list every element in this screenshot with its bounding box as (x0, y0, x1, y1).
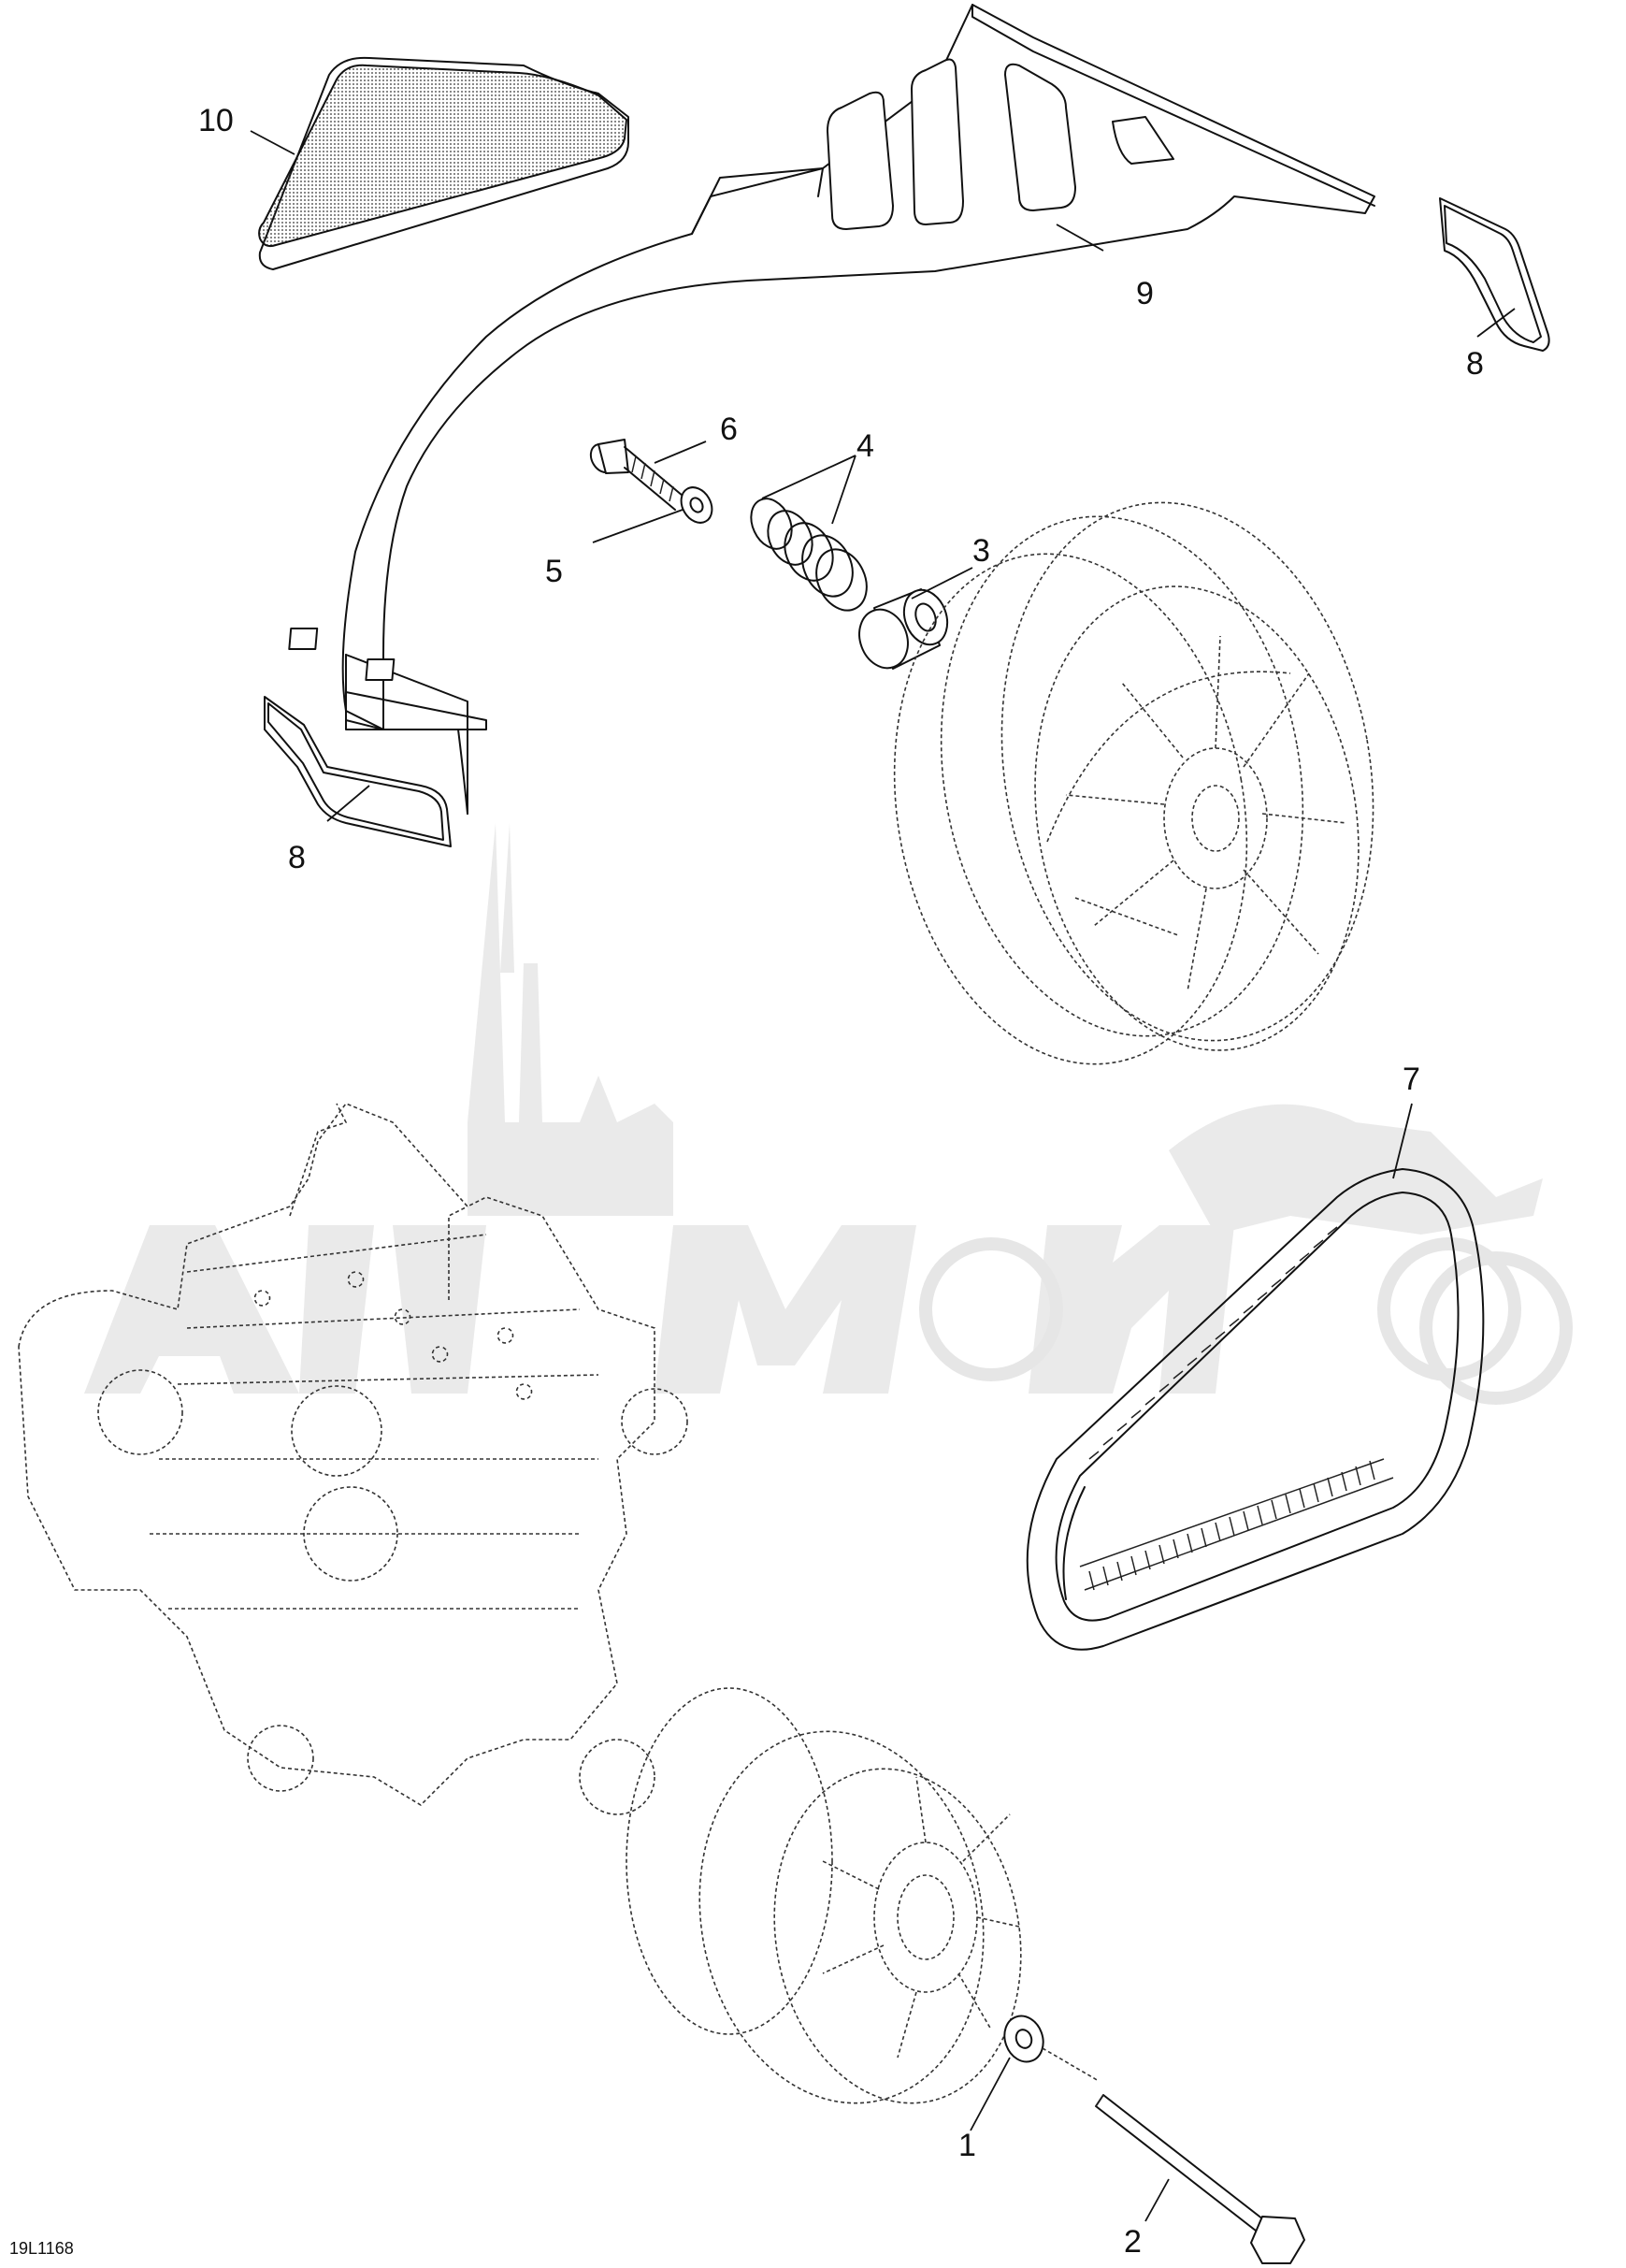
callout-8-upper: 8 (1466, 346, 1484, 382)
callout-2: 2 (1124, 2224, 1142, 2260)
callout-7: 7 (1403, 1062, 1420, 1097)
callout-3: 3 (972, 533, 990, 569)
callout-1: 1 (958, 2128, 976, 2163)
part-3-bushing (858, 588, 949, 670)
engine-reference (18, 1103, 688, 1815)
part-5-washer (680, 486, 713, 524)
part-2-bolt (1042, 2047, 1305, 2264)
part-8-gasket-lower (264, 696, 452, 847)
watermark-graphic (84, 823, 1573, 1405)
callout-labels: 10 9 8 8 6 4 5 3 7 1 2 19L1168 (9, 103, 1484, 2260)
part-10-pad (258, 56, 629, 270)
callout-10: 10 (198, 103, 234, 138)
callout-5: 5 (545, 554, 563, 589)
callout-4: 4 (856, 428, 874, 464)
part-8-gasket-upper (1439, 197, 1550, 352)
part-7-drive-belt (1026, 1168, 1485, 1651)
part-4-spring (750, 498, 868, 612)
driven-pulley-reference (893, 501, 1374, 1065)
reference-code: 19L1168 (9, 2239, 74, 2258)
callout-8-lower: 8 (288, 840, 306, 875)
callout-9: 9 (1136, 276, 1154, 311)
drive-pulley-reference (626, 1687, 1022, 2104)
part-1-washer (1003, 2015, 1044, 2063)
leader-lines (250, 130, 1516, 2222)
part-9-belt-guard (288, 4, 1375, 815)
part-6-bolt (589, 439, 683, 511)
callout-6: 6 (720, 412, 738, 447)
